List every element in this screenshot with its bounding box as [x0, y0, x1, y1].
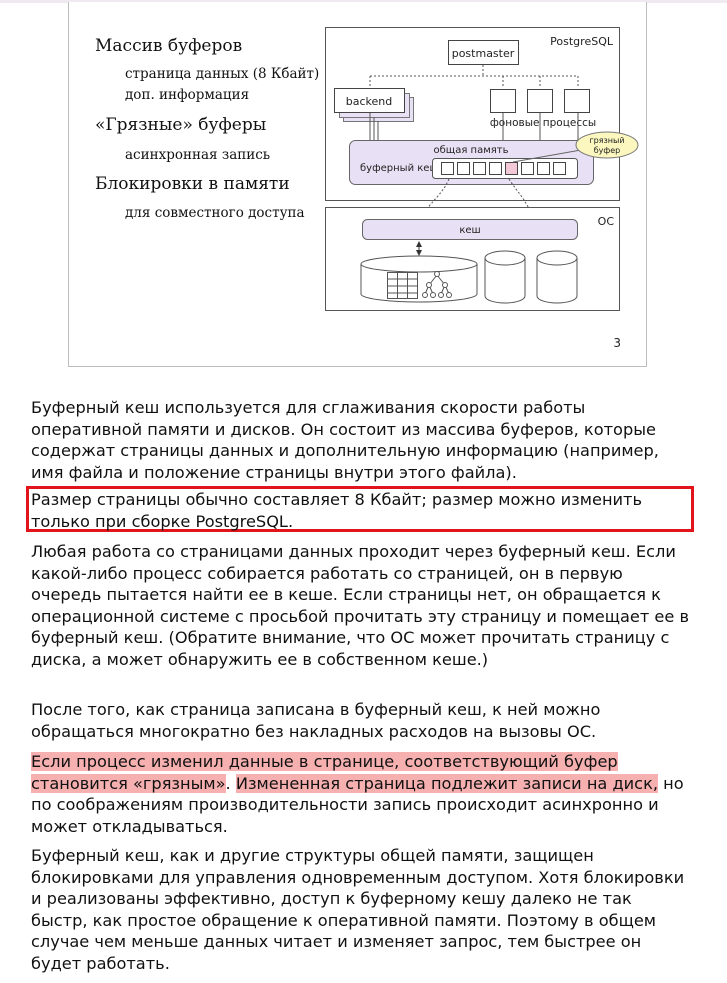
slide-item-3-title: Блокировки в памяти — [95, 174, 290, 194]
buffer-cell — [441, 162, 454, 175]
buffer-cell — [489, 162, 502, 175]
postmaster-box — [448, 40, 519, 65]
postgresql-label: PostgreSQL — [550, 35, 614, 48]
write-line — [508, 178, 534, 220]
background-process-2 — [527, 89, 553, 113]
dirty-buffer-pointer — [512, 149, 582, 163]
paragraph-repeat-access: После того, как страница записана в буфе… — [31, 700, 601, 741]
background-process-1 — [490, 89, 516, 113]
os-cache-label: кеш — [459, 225, 480, 236]
slide-item-1-title: Массив буферов — [95, 36, 242, 56]
postmaster-label: postmaster — [452, 47, 515, 60]
disk-main — [360, 255, 478, 303]
paragraph-buffer-cache-intro: Буферный кеш используется для сглаживани… — [31, 398, 659, 482]
buffer-cell — [537, 162, 550, 175]
os-label: ОС — [598, 215, 615, 228]
buffer-cells — [441, 162, 566, 175]
highlight-write-to-disk: Измененная страница подлежит записи на д… — [235, 773, 658, 793]
paragraph-page-size: Размер страницы обычно составляет 8 Кбай… — [31, 490, 643, 531]
background-process-3 — [564, 89, 590, 113]
slide-page-number: 3 — [613, 336, 621, 350]
dirty-buffer-label-1: грязный — [589, 136, 624, 145]
buffer-cell-dirty — [505, 162, 518, 175]
table-icon — [387, 272, 418, 299]
dirty-buffer-label-2: буфер — [594, 146, 621, 155]
postmaster-connections — [369, 65, 579, 88]
dirty-buffer-callout — [575, 131, 639, 159]
buffer-cell — [521, 162, 534, 175]
buffer-cell — [473, 162, 486, 175]
background-processes-label: фоновые процессы — [490, 117, 596, 129]
index-icon — [422, 271, 452, 298]
backend-links — [369, 113, 379, 141]
slide-item-1-sub-1: страница данных (8 Кбайт) — [125, 66, 319, 82]
paragraph-page-access: Любая работа со страницами данных проход… — [31, 542, 689, 669]
buffer-cache-label: буферный кеш — [360, 163, 439, 174]
slide-canvas: Массив буферов страница данных (8 Кбайт)… — [95, 27, 639, 350]
os-cache-box — [362, 219, 578, 240]
paragraph-locks: Буферный кеш, как и другие структуры общ… — [31, 846, 685, 973]
highlight-box — [26, 486, 694, 532]
sentence-dot: . — [225, 773, 231, 793]
slide-item-1-sub-2: доп. информация — [125, 87, 249, 103]
disk-2 — [484, 250, 526, 304]
buffer-cell — [553, 162, 566, 175]
background-links — [502, 113, 579, 141]
slide-item-2-title: «Грязные» буферы — [95, 115, 266, 135]
slide-item-3-sub-1: для совместного доступа — [125, 205, 305, 221]
buffer-cell — [457, 162, 470, 175]
disk-3 — [536, 250, 578, 304]
shared-memory-label: общая память — [434, 145, 509, 156]
paragraph-dirty-buffers: Если процесс изменил данные в странице, … — [31, 751, 691, 837]
slide: Массив буферов страница данных (8 Кбайт)… — [68, 2, 647, 367]
dirty-buffers-rest: но по соображениям производительности за… — [31, 773, 684, 836]
backend-box — [334, 88, 405, 113]
slide-item-2-sub-1: асинхронная запись — [125, 147, 270, 163]
backend-label: backend — [346, 95, 392, 108]
top-border — [0, 0, 727, 3]
